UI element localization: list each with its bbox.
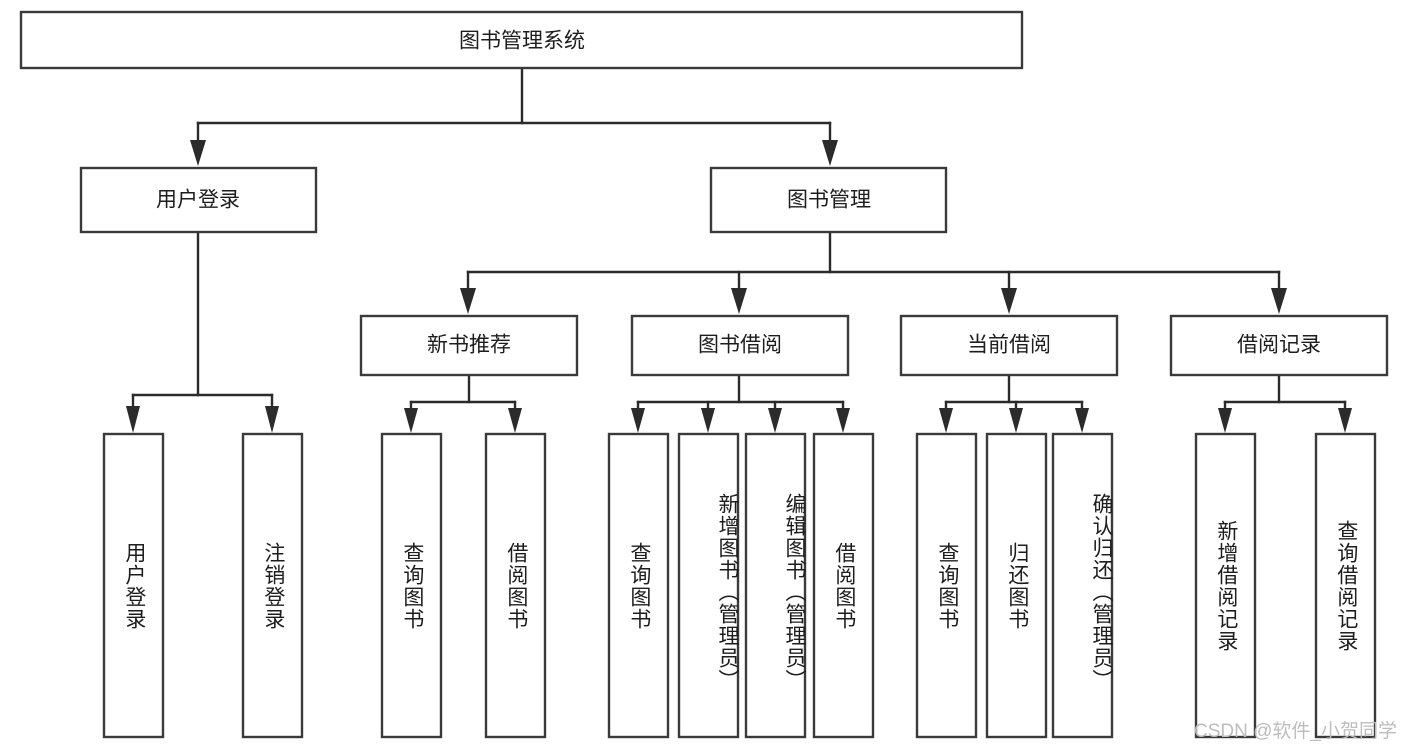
arrow-head-leaf-book-borrow-3 (768, 408, 782, 433)
node-book-borrow-box[interactable] (630, 314, 850, 377)
node-root-box[interactable] (19, 10, 1024, 70)
arrow-head-leaf-new-book-2 (508, 408, 522, 433)
node-book-borrow-label: 图书借阅 (698, 334, 782, 357)
node-user-login[interactable]: 用户登录 (79, 166, 318, 234)
leaf-box-book-borrow-4[interactable] (812, 432, 875, 739)
watermark-text: CSDN @软件_小贺同学 (1194, 721, 1397, 742)
connector-group-borrow-record (1218, 373, 1352, 433)
leaf-box-current-borrow-1[interactable] (915, 432, 978, 739)
node-book-manage-box[interactable] (709, 166, 948, 234)
arrow-head-new-book (460, 288, 476, 314)
node-new-book-recommend[interactable]: 新书推荐 (359, 314, 579, 377)
leaf-box-book-borrow-3[interactable] (744, 432, 807, 739)
leaf-box-book-borrow-1[interactable] (607, 432, 670, 739)
leaf-box-borrow-record-2[interactable] (1314, 432, 1377, 739)
node-user-login-box[interactable] (79, 166, 318, 234)
node-borrow-record-box[interactable] (1169, 314, 1389, 377)
leaf-box-current-borrow-2[interactable] (985, 432, 1048, 739)
arrow-head-leaf-new-book-1 (404, 408, 418, 433)
arrow-head-leaf-current-borrow-3 (1075, 408, 1089, 433)
arrow-head-leaf-user-login-2 (265, 406, 279, 433)
arrow-head-leaf-book-borrow-2 (701, 408, 715, 433)
leaf-box-book-borrow-2[interactable] (677, 432, 740, 739)
node-current-borrow-box[interactable] (899, 314, 1119, 377)
node-book-manage-label: 图书管理 (787, 189, 871, 212)
node-user-login-label: 用户登录 (156, 189, 240, 212)
connector-group-book-manage (460, 230, 1287, 314)
arrow-head-leaf-borrow-record-1 (1218, 408, 1232, 433)
connector-group-current-borrow (939, 373, 1089, 433)
connector-group-user-login (126, 230, 279, 433)
leaf-box-new-book-1[interactable] (380, 432, 443, 739)
arrow-head-leaf-current-borrow-2 (1009, 408, 1023, 433)
arrow-head-book-manage (822, 140, 838, 166)
node-book-manage[interactable]: 图书管理 (709, 166, 948, 234)
node-new-book-recommend-box[interactable] (359, 314, 579, 377)
connector-group-new-book (404, 373, 522, 433)
connector-group-root (190, 66, 838, 166)
node-current-borrow-label: 当前借阅 (967, 334, 1051, 357)
leaf-box-user-login-1[interactable] (102, 432, 165, 739)
arrow-head-leaf-book-borrow-1 (631, 408, 645, 433)
arrow-head-current-borrow (1001, 288, 1017, 314)
connector-group-book-borrow (631, 373, 850, 433)
arrow-head-book-borrow (731, 288, 747, 314)
leaf-box-current-borrow-3[interactable] (1051, 432, 1114, 739)
arrow-head-leaf-user-login-1 (126, 406, 140, 433)
arrow-head-leaf-book-borrow-4 (836, 408, 850, 433)
node-root[interactable]: 图书管理系统 (19, 10, 1024, 70)
arrow-head-leaf-current-borrow-1 (939, 408, 953, 433)
node-book-borrow[interactable]: 图书借阅 (630, 314, 850, 377)
leaf-box-borrow-record-1[interactable] (1194, 432, 1257, 739)
leaf-box-new-book-2[interactable] (484, 432, 547, 739)
arrow-head-borrow-record (1271, 288, 1287, 314)
node-current-borrow[interactable]: 当前借阅 (899, 314, 1119, 377)
node-root-label: 图书管理系统 (459, 30, 585, 53)
node-new-book-recommend-label: 新书推荐 (427, 334, 511, 357)
arrow-head-leaf-borrow-record-2 (1338, 408, 1352, 433)
arrow-head-user-login (190, 140, 206, 166)
leaf-box-user-login-2[interactable] (241, 432, 304, 739)
node-borrow-record[interactable]: 借阅记录 (1169, 314, 1389, 377)
node-borrow-record-label: 借阅记录 (1237, 334, 1321, 357)
